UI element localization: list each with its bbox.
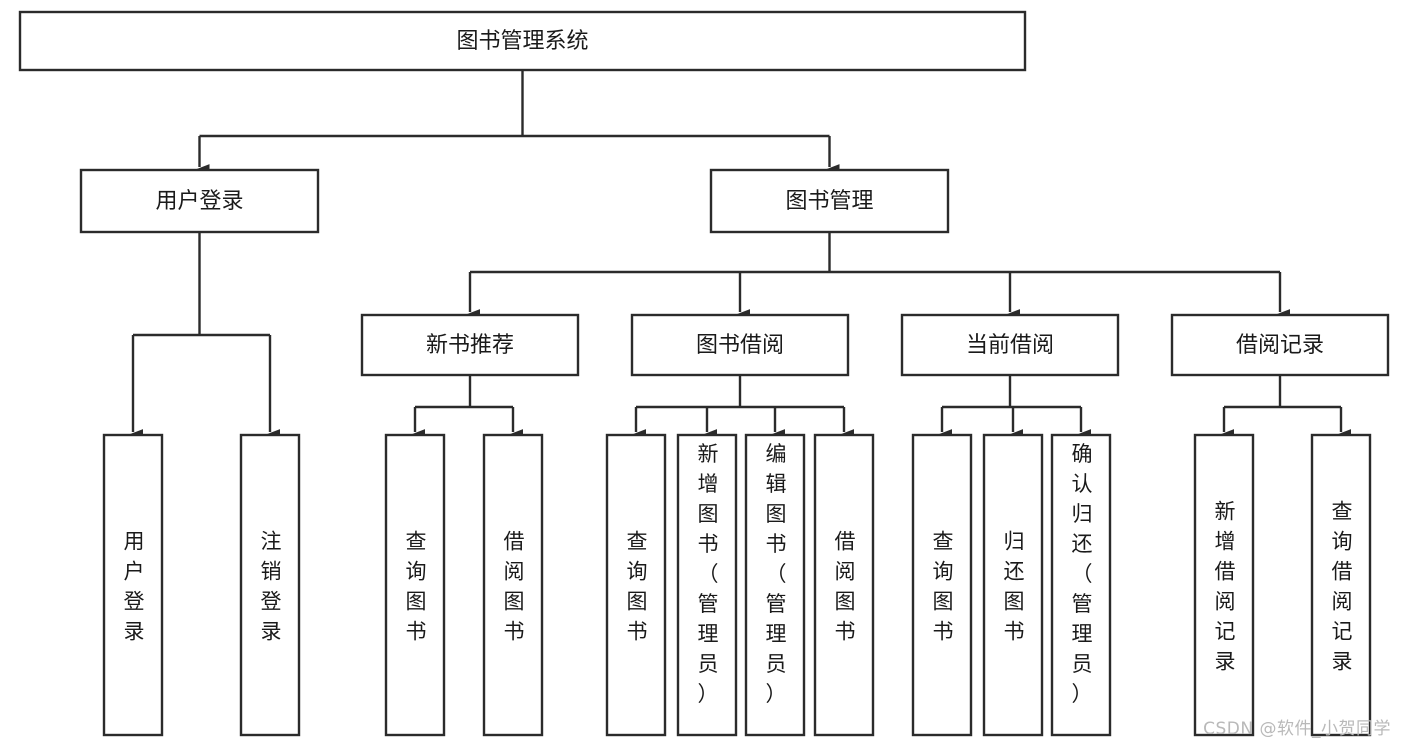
node-leaf-logout[interactable]: 注销登录 — [239, 433, 301, 737]
node-new-book-recommend[interactable]: 新书推荐 — [360, 313, 580, 377]
node-leaf-borrow-book-label: 借阅图书 — [835, 529, 856, 643]
node-leaf-borrow-book-recommend[interactable]: 借阅图书 — [482, 433, 544, 737]
node-layer: 图书管理系统用户登录图书管理新书推荐图书借阅当前借阅借阅记录用户登录注销登录查询… — [18, 10, 1390, 737]
node-leaf-add-borrow-record-label: 新增借阅记录 — [1215, 499, 1236, 673]
node-leaf-add-book-admin[interactable]: 新增图书（管理员） — [676, 433, 738, 737]
node-leaf-query-book-borrow[interactable]: 查询图书 — [605, 433, 667, 737]
node-book-management[interactable]: 图书管理 — [709, 168, 950, 234]
node-user-login[interactable]: 用户登录 — [79, 168, 320, 234]
node-leaf-edit-book-admin-label: 编辑图书（管理员） — [766, 442, 787, 706]
node-new-book-recommend-label: 新书推荐 — [426, 333, 514, 358]
node-leaf-user-login-label: 用户登录 — [124, 529, 145, 643]
node-root-label: 图书管理系统 — [456, 29, 588, 54]
connector-layer — [116, 70, 1352, 450]
node-leaf-query-book-current-label: 查询图书 — [933, 529, 954, 643]
node-leaf-query-book-borrow-label: 查询图书 — [627, 529, 648, 643]
node-leaf-borrow-book[interactable]: 借阅图书 — [813, 433, 875, 737]
node-leaf-confirm-return-admin-label: 确认归还（管理员） — [1072, 442, 1093, 706]
node-book-management-label: 图书管理 — [785, 189, 873, 214]
node-leaf-borrow-book-recommend-label: 借阅图书 — [504, 529, 525, 643]
node-leaf-confirm-return-admin[interactable]: 确认归还（管理员） — [1050, 433, 1112, 737]
node-root[interactable]: 图书管理系统 — [18, 10, 1027, 72]
node-leaf-logout-label: 注销登录 — [261, 529, 282, 643]
node-borrow-record-label: 借阅记录 — [1236, 333, 1324, 358]
node-leaf-query-borrow-record[interactable]: 查询借阅记录 — [1310, 433, 1372, 737]
node-user-login-label: 用户登录 — [155, 189, 243, 214]
node-leaf-query-borrow-record-label: 查询借阅记录 — [1332, 499, 1353, 673]
node-leaf-query-book-recommend[interactable]: 查询图书 — [384, 433, 446, 737]
node-current-borrow[interactable]: 当前借阅 — [900, 313, 1120, 377]
node-borrow-record[interactable]: 借阅记录 — [1170, 313, 1390, 377]
node-leaf-return-book[interactable]: 归还图书 — [982, 433, 1044, 737]
node-leaf-query-book-recommend-label: 查询图书 — [406, 529, 427, 643]
node-book-borrow[interactable]: 图书借阅 — [630, 313, 850, 377]
node-leaf-query-book-current[interactable]: 查询图书 — [911, 433, 973, 737]
node-current-borrow-label: 当前借阅 — [966, 333, 1054, 358]
node-leaf-user-login[interactable]: 用户登录 — [102, 433, 164, 737]
node-leaf-return-book-label: 归还图书 — [1004, 529, 1025, 643]
node-leaf-add-borrow-record[interactable]: 新增借阅记录 — [1193, 433, 1255, 737]
node-leaf-edit-book-admin[interactable]: 编辑图书（管理员） — [744, 433, 806, 737]
node-leaf-add-book-admin-label: 新增图书（管理员） — [698, 442, 719, 706]
node-book-borrow-label: 图书借阅 — [696, 333, 784, 358]
